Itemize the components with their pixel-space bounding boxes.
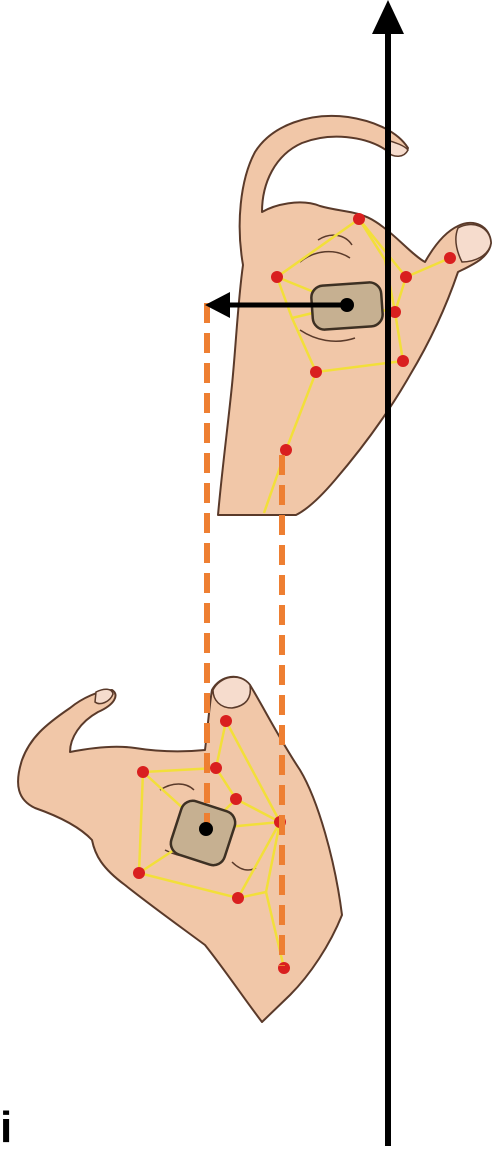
lower-keypoint [230, 793, 242, 805]
vertical-axis-arrow [372, 0, 404, 1146]
lower-keypoint [210, 762, 222, 774]
arrow-up-icon [372, 0, 404, 34]
lower-keypoint [278, 962, 290, 974]
lower-keypoint [220, 715, 232, 727]
lower-keypoint [133, 867, 145, 879]
upper-hand [218, 116, 491, 515]
upper-keypoint [444, 252, 456, 264]
lower-keypoint [137, 766, 149, 778]
lower-marker-center [199, 822, 213, 836]
lower-keypoint [232, 892, 244, 904]
upper-keypoint [397, 355, 409, 367]
corner-label: i [0, 1106, 12, 1150]
upper-hand-nail-thumb [456, 224, 491, 262]
upper-marker-center [340, 298, 354, 312]
upper-keypoint [271, 271, 283, 283]
lower-hand-nail-thumb [213, 677, 250, 708]
upper-keypoint [400, 271, 412, 283]
lower-hand [18, 677, 342, 1022]
upper-keypoint [310, 366, 322, 378]
upper-keypoint [353, 213, 365, 225]
upper-keypoint [280, 444, 292, 456]
